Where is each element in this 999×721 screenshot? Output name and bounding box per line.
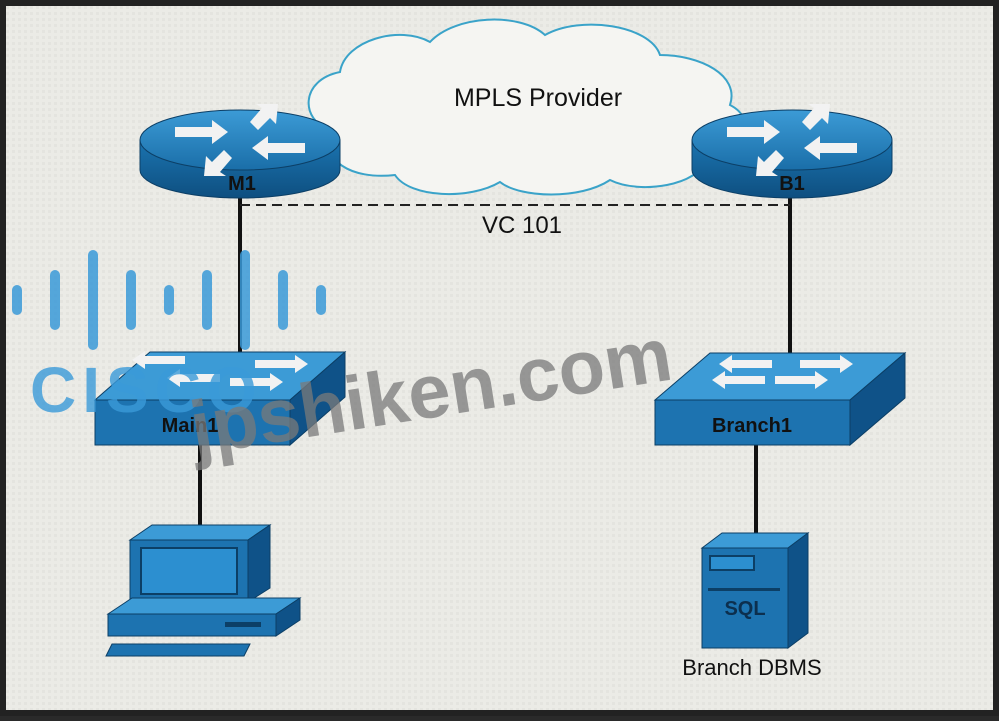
switch-main1-label: Main1 [162, 415, 219, 437]
server-label: SQL [724, 598, 765, 620]
sql-server-icon [700, 532, 810, 649]
cloud-label: MPLS Provider [454, 84, 622, 112]
watermark-logo-text: CISCO [30, 354, 263, 426]
switch-branch1-icon [653, 351, 907, 447]
switch-main1-icon [93, 350, 347, 447]
switch-branch1-label: Branch1 [712, 415, 792, 437]
server-caption: Branch DBMS [682, 655, 821, 680]
router-m1-icon [139, 104, 341, 199]
router-m1-label: M1 [228, 173, 256, 195]
router-b1-label: B1 [779, 173, 805, 195]
cisco-logo-watermark-icon [12, 250, 326, 350]
mpls-cloud-icon [307, 18, 747, 196]
workstation-pc-icon [105, 524, 302, 657]
vc-label: VC 101 [482, 212, 562, 239]
router-b1-icon [691, 104, 893, 199]
